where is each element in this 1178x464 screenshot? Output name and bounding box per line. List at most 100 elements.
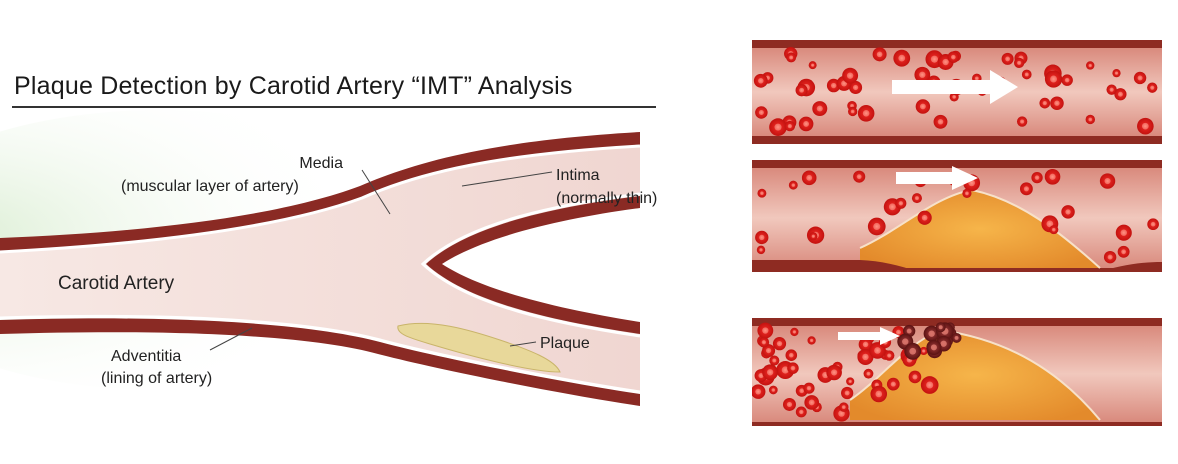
blood-cell-highlight [930,55,939,63]
blood-cell-highlight [928,330,935,337]
flow-arrow-narrowed [896,166,978,190]
blood-cell-highlight [914,196,919,201]
plaque-deposit [397,322,561,373]
flow-arrow-blocked [838,327,900,345]
blood-cell-highlight [786,401,793,408]
label-carotid-artery: Carotid Artery [58,273,175,294]
blood-cell-highlight [1034,175,1040,180]
blood-cell-highlight [761,340,766,345]
blood-cell-highlight [876,51,883,58]
blood-cell-highlight [1042,100,1047,106]
intima-leader [461,171,553,187]
blood-cell-highlight [781,366,789,374]
label-intima: Intima [556,167,600,184]
blood-cell-highlight [789,55,794,60]
adventitia-leader [209,327,253,351]
blood-cell-highlight [1051,227,1056,232]
upper-intima-line [0,144,641,254]
bifurcation-wall [426,196,640,334]
blood-cell-highlight [844,390,850,396]
bifurcation-intima [420,192,641,338]
blood-cell-highlight [940,340,947,347]
blood-cell-highlight [852,84,859,91]
lower-artery-wall [0,318,640,406]
blood-cell-highlight [809,338,814,343]
title-underline [12,106,656,108]
blood-cell-highlight [954,335,959,340]
label-adventitia-sub: (lining of artery) [101,370,213,387]
blood-cell-highlight [792,330,797,334]
blood-cell-highlight [850,109,855,114]
blood-cell-highlight [808,399,815,406]
blood-cell-highlight [766,369,774,376]
blood-cell-highlight [755,388,762,395]
blood-cell-highlight [850,103,854,108]
blood-cell-highlight [873,222,881,231]
blood-cell-highlight [898,54,906,62]
blood-cell-highlight [790,365,796,371]
blood-cell-highlight [758,110,764,116]
label-plaque: Plaque [540,335,590,352]
blood-cell-highlight [830,82,837,89]
label-media: Media [299,155,343,172]
blood-cell-highlight [1005,56,1011,62]
artery-lumen [0,142,640,392]
diagram-title: Plaque Detection by Carotid Artery “IMT”… [14,72,573,100]
blood-cell-highlight [1020,119,1025,124]
blood-cell-highlight [1104,177,1111,185]
flow-arrow-healthy [892,70,1018,104]
blood-cell-highlight [1054,100,1060,106]
blood-cell-highlight [862,341,869,348]
blood-cell-highlight [896,329,901,335]
blood-cell-highlight [906,328,912,334]
blood-cell-highlight [887,353,892,358]
blood-cell-highlight [920,103,926,110]
label-adventitia: Adventitia [111,348,182,365]
blood-cell-highlight [862,110,870,117]
blood-cell-highlight [922,349,926,353]
media-leader [361,169,391,215]
blood-cell-highlight [846,72,854,79]
blood-cell-highlight [909,347,917,355]
blood-cell-highlight [758,372,764,379]
blood-cell-highlight [974,76,979,81]
narrowed-vessel [752,160,1162,272]
blood-cell-highlight [951,54,956,60]
blood-cell-highlight [776,341,783,347]
blood-cell-highlight [890,381,896,387]
blood-cell-highlight [799,388,805,394]
label-intima-sub: (normally thin) [556,190,658,207]
blood-cell-highlight [938,325,943,330]
blood-cell-highlight [771,388,776,392]
plaque-leader [509,341,537,347]
blood-cell-highlight [1137,75,1143,81]
blood-cell-highlight [806,174,813,181]
blood-cell-highlight [1117,91,1123,97]
blood-cell-highlight [1109,87,1114,92]
blood-cell-highlight [888,203,896,211]
blood-cell-highlight [1088,63,1092,68]
blood-cell-highlight [1017,60,1022,65]
blood-cell-highlight [1049,173,1056,180]
blood-cell-highlight [1065,209,1071,215]
blood-cell-highlight [760,191,764,196]
blood-cell-highlight [856,174,862,180]
blood-cell-highlight [772,358,777,363]
blood-cell-highlight [930,344,937,351]
blood-cell-highlight [838,410,845,417]
blood-cell-highlight [1150,85,1155,90]
blood-cell-highlight [1107,254,1113,260]
blood-cell-highlight [799,87,805,93]
blood-cell-highlight [762,327,769,334]
blood-cell-highlight [803,120,810,127]
blood-cell-highlight [1088,117,1093,122]
blood-cell-highlight [862,353,869,361]
blood-cell-highlight [811,63,815,67]
blood-cell-highlight [866,371,871,376]
healthy-vessel [752,40,1162,144]
blood-cell-highlight [1050,75,1058,83]
blood-cell-highlight [1142,122,1149,130]
lower-intima-line [0,314,641,394]
blood-cell-highlight [919,71,926,78]
